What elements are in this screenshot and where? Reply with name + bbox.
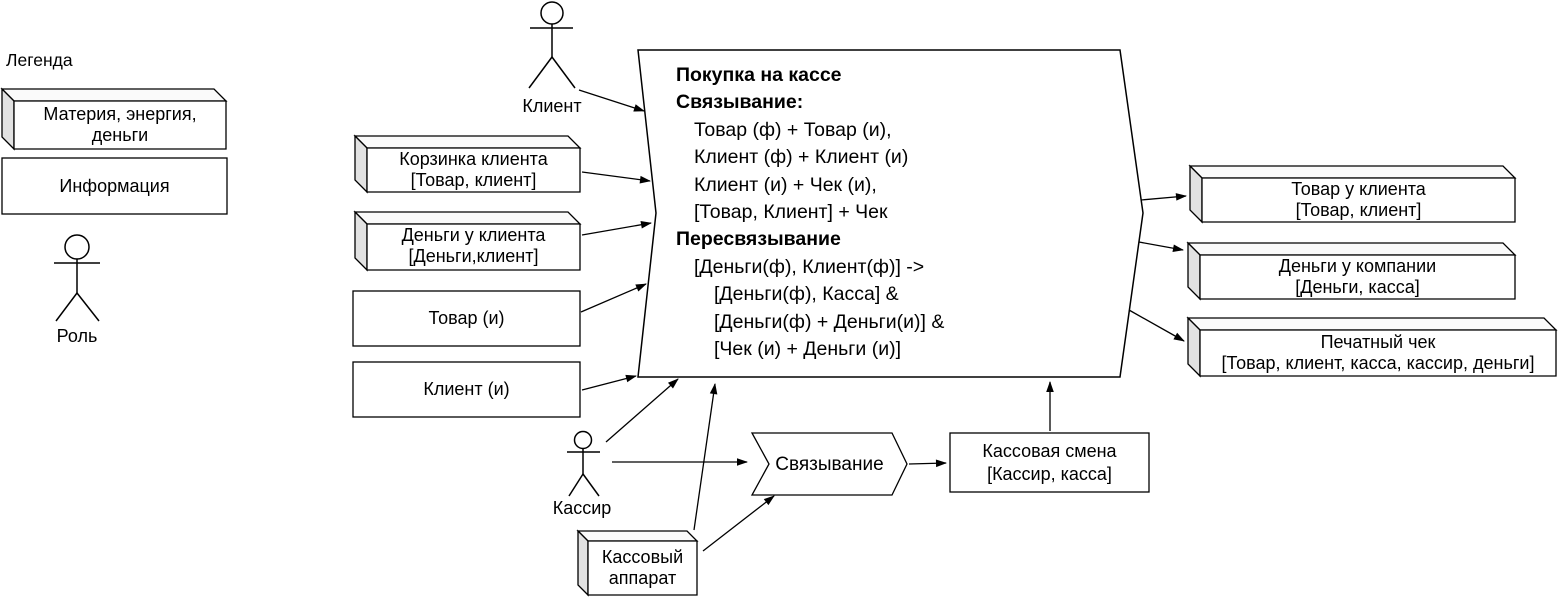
binding-chevron-label: Связывание	[775, 453, 884, 475]
shift-box	[949, 432, 1150, 493]
shift-box-label: Кассовая смена [Кассир, касса]	[982, 440, 1117, 484]
legend-role-actor-icon	[54, 234, 100, 322]
client-goods-cube	[1188, 164, 1517, 224]
goods-info-label: Товар (и)	[428, 308, 505, 328]
legend-role-label: Роль	[56, 325, 98, 346]
purchase-function-block	[637, 49, 1144, 378]
center-block-line: [Деньги(ф), Клиент(ф)] ->	[694, 255, 925, 278]
company-money-label: Деньги у компании [Деньги, касса]	[1278, 256, 1437, 297]
center-block-line: Товар (ф) + Товар (и),	[694, 118, 892, 141]
center-block-line: Клиент (и) + Чек (и),	[694, 173, 877, 196]
client-money-label: Деньги у клиента [Деньги,клиент]	[401, 225, 546, 266]
client-actor-icon	[528, 1, 576, 89]
center-block-line: [Деньги(ф) + Деньги(и)] &	[714, 310, 945, 333]
company-money-cube	[1186, 241, 1517, 301]
arrow-client-info-to-block	[581, 374, 637, 391]
center-block-line: [Чек (и) + Деньги (и)]	[714, 338, 902, 361]
receipt-cube	[1186, 316, 1558, 378]
center-block-line: Клиент (ф) + Клиент (и)	[694, 146, 909, 169]
basket-cube	[353, 134, 582, 194]
client-goods-label: Товар у клиента [Товар, клиент]	[1291, 179, 1426, 220]
binding-chevron	[750, 432, 908, 496]
center-block-line: Связывание:	[676, 91, 804, 114]
legend-matter-cube	[0, 87, 228, 151]
legend-title: Легенда	[6, 50, 73, 70]
legend-info-label: Информация	[59, 175, 170, 196]
arrow-block-to-receipt	[1128, 309, 1185, 342]
arrow-cash-register-to-block	[693, 383, 718, 531]
cashier-actor-icon	[567, 430, 600, 497]
client-info-box	[352, 361, 581, 418]
arrow-client-money-to-block	[581, 220, 652, 236]
arrow-goods-info-to-block	[580, 283, 647, 313]
receipt-label: Печатный чек [Товар, клиент, касса, касс…	[1221, 332, 1535, 373]
legend-info-box	[1, 157, 228, 215]
arrow-block-to-company-money	[1138, 241, 1184, 252]
legend-matter-label: Материя, энергия, деньги	[43, 104, 197, 145]
arrow-binding-to-shift	[908, 459, 947, 468]
center-block-line: [Деньги(ф), Касса] &	[714, 283, 899, 306]
center-block-line: Пересвязывание	[676, 228, 841, 251]
client-actor-label: Клиент	[522, 95, 582, 116]
arrow-client-to-block	[578, 89, 645, 112]
goods-info-box	[352, 290, 581, 347]
center-block-line: Покупка на кассе	[676, 64, 842, 86]
arrow-cashier-to-block	[605, 378, 679, 443]
basket-label: Корзинка клиента [Товар, клиент]	[399, 148, 548, 190]
cashier-actor-label: Кассир	[552, 497, 612, 518]
arrow-basket-to-block	[581, 171, 651, 184]
client-money-cube	[353, 210, 582, 272]
cash-register-cube	[576, 529, 699, 597]
center-block-line: [Товар, Клиент] + Чек	[694, 201, 888, 224]
client-info-label: Клиент (и)	[423, 379, 510, 399]
arrow-block-to-client-goods	[1140, 193, 1187, 201]
arrow-cash-register-to-binding	[702, 495, 775, 552]
cash-register-label: Кассовый аппарат	[601, 547, 684, 588]
